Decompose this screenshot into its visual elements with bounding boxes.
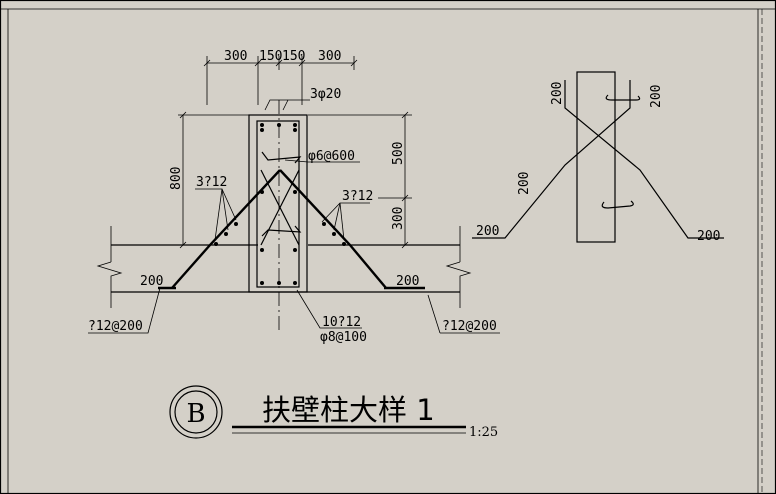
stirrup xyxy=(256,120,300,288)
haunch-len-left: 200 xyxy=(140,274,163,289)
side-bottom-left: 200 xyxy=(476,224,499,239)
break-line-right xyxy=(445,261,472,308)
haunch-right-label: 3?12 xyxy=(342,189,373,204)
title-circle-letter: B xyxy=(186,399,205,429)
top-dim-2: 150 xyxy=(259,49,282,64)
title-circle-outer xyxy=(169,385,223,439)
title-text: 扶壁柱大样 1 xyxy=(262,393,435,427)
haunch-bar-right xyxy=(279,169,387,289)
break-line-left xyxy=(96,261,123,308)
title-block: B 扶壁柱大样 1 1:25 xyxy=(169,385,498,440)
side-diag-dim: 200 xyxy=(517,172,532,195)
left-height-text: 800 xyxy=(169,167,184,190)
top-bar-label: 3φ20 xyxy=(310,87,341,102)
right-dim-upper: 500 xyxy=(391,142,406,165)
slab-left-label: ?12@200 xyxy=(88,319,143,334)
side-column-outline xyxy=(576,71,616,243)
side-hook-dim-right: 200 xyxy=(649,85,664,108)
side-hook-dim-left: 200 xyxy=(550,82,565,105)
haunch-left-label: 3?12 xyxy=(196,175,227,190)
side-bar-right xyxy=(564,80,724,239)
top-dim-4: 300 xyxy=(318,49,341,64)
tie-label: φ6@600 xyxy=(308,149,355,164)
stirrup-label: φ8@100 xyxy=(320,330,367,345)
side-bar-left xyxy=(472,80,631,239)
top-dim-1: 300 xyxy=(224,49,247,64)
slab-right-label: ?12@200 xyxy=(442,319,497,334)
side-bottom-right: 200 xyxy=(697,229,720,244)
top-dim-3: 150 xyxy=(282,49,305,64)
main-detail: 300 150 150 300 3φ20 800 500 300 φ6@600 … xyxy=(88,49,500,345)
right-dim-lower: 300 xyxy=(391,207,406,230)
column-bars-label: 10?12 xyxy=(322,315,361,330)
scale-text: 1:25 xyxy=(469,425,498,440)
title-circle-inner xyxy=(174,390,218,434)
side-detail: 200 200 200 200 200 xyxy=(472,71,724,244)
haunch-len-right: 200 xyxy=(396,274,419,289)
